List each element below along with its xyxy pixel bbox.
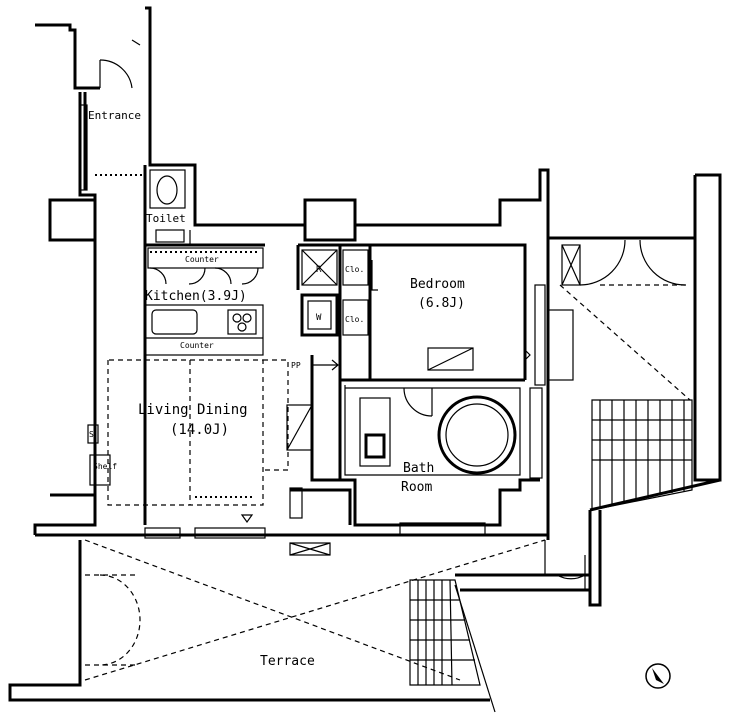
interior-walls <box>143 165 540 527</box>
counter-upper-label: Counter <box>185 255 219 264</box>
entrance-label: Entrance <box>88 109 141 122</box>
right-balcony <box>556 239 691 590</box>
living-dining-area-label: (14.0J) <box>170 422 229 438</box>
pipe-space-label: PP <box>291 361 301 370</box>
closet-2-label: Clo. <box>345 315 364 324</box>
entrance-door <box>79 39 145 191</box>
stairs-icon <box>591 399 693 511</box>
kitchen-label: Kitchen(3.9J) <box>145 289 247 304</box>
fixture-labels: R W Clo. Clo. PP S <box>89 265 364 439</box>
bedroom-fixtures <box>403 284 574 417</box>
kitchen-upper-counter <box>147 247 264 285</box>
washer-label: W <box>316 313 322 323</box>
terrace-stairs <box>409 579 496 713</box>
living-dining-zones <box>107 359 339 524</box>
bedroom-label: Bedroom <box>410 277 465 292</box>
shelf-label: Shelf <box>93 462 117 471</box>
shelf-block <box>87 424 303 519</box>
room-label: Room <box>401 480 432 495</box>
refrigerator-label: R <box>316 265 322 275</box>
bathroom-fixtures <box>359 387 543 536</box>
bedroom-area-label: (6.8J) <box>418 296 465 311</box>
counter-lower-label: Counter <box>180 341 214 350</box>
closet-1-label: Clo. <box>345 265 364 274</box>
toilet-label: Toilet <box>146 212 186 225</box>
terrace-area <box>84 539 546 681</box>
compass-icon <box>645 663 671 689</box>
bottom-windows <box>144 527 331 556</box>
shoe-box-label: S <box>89 430 94 439</box>
living-dining-label: Living Dining <box>138 402 248 418</box>
bath-label: Bath <box>403 461 434 476</box>
terrace-label: Terrace <box>260 654 315 669</box>
kitchen-lower-counter <box>144 304 264 356</box>
utility-block <box>300 249 378 337</box>
room-labels: Entrance Toilet Counter Kitchen(3.9J) Co… <box>88 109 465 669</box>
toilet-fixture <box>149 169 191 245</box>
